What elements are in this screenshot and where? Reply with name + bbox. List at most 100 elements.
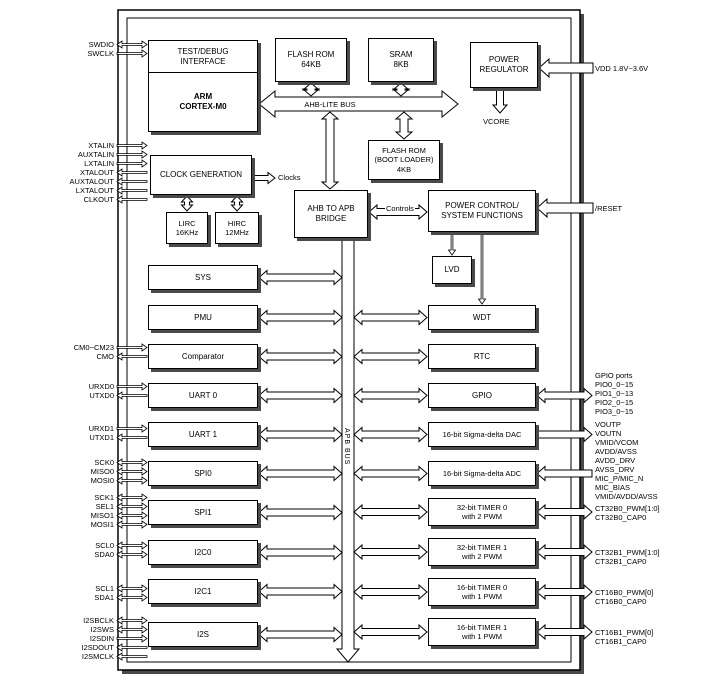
- pin-pio0: PIO0_0~15: [595, 380, 634, 389]
- gpio-pins: GPIO ports PIO0_0~15 PIO1_0~13 PIO2_0~15…: [595, 371, 707, 416]
- t32b1-pins: CT32B1_PWM[1:0] CT32B1_CAP0: [595, 548, 707, 566]
- pin-sck0: SCK0: [94, 458, 114, 467]
- pin-scl0: SCL0: [95, 541, 114, 550]
- clocks-label: Clocks: [278, 173, 301, 182]
- peripheral-timer16-0: 16-bit TIMER 0 with 1 PWM: [428, 578, 536, 606]
- pin-ct32b1-cap0: CT32B1_CAP0: [595, 557, 647, 566]
- pin-swclk: SWCLK: [87, 49, 114, 58]
- pin-urxd1: URXD1: [88, 424, 114, 433]
- vcore-label: VCORE: [483, 117, 510, 126]
- swd-pins: SWDIO SWCLK: [22, 40, 114, 58]
- pin-pio2: PIO2_0~15: [595, 398, 634, 407]
- pin-miso1: MISO1: [90, 511, 114, 520]
- pin-sda0: SDA0: [94, 550, 114, 559]
- peripheral-uart1: UART 1: [148, 422, 258, 447]
- power-control-block: POWER CONTROL/ SYSTEM FUNCTIONS: [428, 190, 536, 232]
- comparator-pins: CM0~CM23 CMO: [22, 343, 114, 361]
- pin-auxtalout: AUXTALOUT: [69, 177, 114, 186]
- pin-utxd0: UTXD0: [89, 391, 114, 400]
- apb-bus-label: APB BUS: [343, 428, 350, 466]
- pin-clkout: CLKOUT: [83, 195, 114, 204]
- pin-miso0: MISO0: [90, 467, 114, 476]
- reset-pins: /RESET: [595, 204, 707, 213]
- spi0-pins: SCK0 MISO0 MOSI0: [22, 458, 114, 485]
- pin-avdd-avss: AVDD/AVSS: [595, 447, 637, 456]
- pin-ct32b0-pwm: CT32B0_PWM[1:0]: [595, 504, 660, 513]
- pin-i2sdin: I2SDIN: [89, 634, 114, 643]
- peripheral-uart0: UART 0: [148, 383, 258, 408]
- test-debug-interface-label: TEST/DEBUG INTERFACE: [149, 41, 257, 73]
- pin-scl1: SCL1: [95, 584, 114, 593]
- peripheral-sys: SYS: [148, 265, 258, 290]
- pin-auxtalin: AUXTALIN: [77, 150, 114, 159]
- t16b1-pins: CT16B1_PWM[0] CT16B1_CAP0: [595, 628, 707, 646]
- pin-i2sdout: I2SDOUT: [81, 643, 114, 652]
- adc-pins: MIC_P/MIC_N MIC_BIAS VMID/AVDD/AVSS: [595, 474, 707, 501]
- pin-utxd1: UTXD1: [89, 433, 114, 442]
- pin-ct16b0-cap0: CT16B0_CAP0: [595, 597, 647, 606]
- pin-swdio: SWDIO: [88, 40, 114, 49]
- pin-i2sws: I2SWS: [90, 625, 114, 634]
- peripheral-sigma-delta-dac: 16-bit Sigma-delta DAC: [428, 422, 536, 447]
- pin-reset: /RESET: [595, 204, 623, 213]
- t32b0-pins: CT32B0_PWM[1:0] CT32B0_CAP0: [595, 504, 707, 522]
- pin-i2sbclk: I2SBCLK: [83, 616, 114, 625]
- pin-mosi0: MOSI0: [90, 476, 114, 485]
- sram-block: SRAM 8KB: [368, 38, 434, 82]
- peripheral-comparator: Comparator: [148, 344, 258, 369]
- i2c0-pins: SCL0 SDA0: [22, 541, 114, 559]
- controls-label: Controls: [385, 204, 415, 213]
- peripheral-timer32-0: 32-bit TIMER 0 with 2 PWM: [428, 498, 536, 526]
- pin-urxd0: URXD0: [88, 382, 114, 391]
- boot-flash-block: FLASH ROM (BOOT LOADER) 4KB: [368, 140, 440, 180]
- pin-pio1: PIO1_0~13: [595, 389, 634, 398]
- power-regulator-block: POWER REGULATOR: [470, 42, 538, 88]
- peripheral-timer32-1: 32-bit TIMER 1 with 2 PWM: [428, 538, 536, 566]
- uart0-pins: URXD0 UTXD0: [22, 382, 114, 400]
- pin-mic-bias: MIC_BIAS: [595, 483, 631, 492]
- t16b0-pins: CT16B0_PWM[0] CT16B0_CAP0: [595, 588, 707, 606]
- hirc-block: HIRC 12MHz: [215, 212, 259, 244]
- dac-pins: VOUTP VOUTN VMID/VCOM AVDD/AVSS AVDD_DRV…: [595, 420, 707, 474]
- pin-mic-p-n: MIC_P/MIC_N: [595, 474, 644, 483]
- peripheral-i2s: I2S: [148, 622, 258, 647]
- ahb-lite-bus-label: AHB-LITE BUS: [304, 100, 356, 109]
- spi1-pins: SCK1 SEL1 MISO1 MOSI1: [22, 493, 114, 529]
- pin-ct32b0-cap0: CT32B0_CAP0: [595, 513, 647, 522]
- pin-voutn: VOUTN: [595, 429, 622, 438]
- pin-ct16b0-pwm: CT16B0_PWM[0]: [595, 588, 654, 597]
- lvd-block: LVD: [432, 256, 472, 284]
- clock-generation-block: CLOCK GENERATION: [150, 155, 252, 195]
- pin-cm-inputs: CM0~CM23: [73, 343, 114, 352]
- clock-pins: XTALIN AUXTALIN LXTALIN XTALOUT AUXTALOU…: [22, 141, 114, 204]
- peripheral-i2c1: I2C1: [148, 579, 258, 604]
- label-gpio-ports: GPIO ports: [595, 371, 633, 380]
- i2s-pins: I2SBCLK I2SWS I2SDIN I2SDOUT I2SMCLK: [22, 616, 114, 661]
- peripheral-spi1: SPI1: [148, 500, 258, 525]
- arm-cortex-m0-label: ARM CORTEX-M0: [179, 92, 227, 111]
- pin-xtalout: XTALOUT: [79, 168, 114, 177]
- pin-i2smclk: I2SMCLK: [81, 652, 114, 661]
- peripheral-sigma-delta-adc: 16-bit Sigma-delta ADC: [428, 461, 536, 486]
- flash-rom-block: FLASH ROM 64KB: [275, 38, 347, 82]
- pin-ct32b1-pwm: CT32B1_PWM[1:0]: [595, 548, 660, 557]
- peripheral-gpio: GPIO: [428, 383, 536, 408]
- pin-ct16b1-cap0: CT16B1_CAP0: [595, 637, 647, 646]
- uart1-pins: URXD1 UTXD1: [22, 424, 114, 442]
- cpu-block: TEST/DEBUG INTERFACE ARM CORTEX-M0: [148, 40, 258, 132]
- pin-lxtalout: LXTALOUT: [75, 186, 114, 195]
- pin-mosi1: MOSI1: [90, 520, 114, 529]
- i2c1-pins: SCL1 SDA1: [22, 584, 114, 602]
- peripheral-i2c0: I2C0: [148, 540, 258, 565]
- pin-pio3: PIO3_0~15: [595, 407, 634, 416]
- pin-voutp: VOUTP: [595, 420, 621, 429]
- peripheral-timer16-1: 16-bit TIMER 1 with 1 PWM: [428, 618, 536, 646]
- pin-xtalin: XTALIN: [88, 141, 114, 150]
- pin-cmo: CMO: [96, 352, 115, 361]
- peripheral-pmu: PMU: [148, 305, 258, 330]
- peripheral-spi0: SPI0: [148, 461, 258, 486]
- pin-vmid-vcom: VMID/VCOM: [595, 438, 639, 447]
- pin-vdd: VDD 1.8V~3.6V: [595, 64, 649, 73]
- pin-sck1: SCK1: [94, 493, 114, 502]
